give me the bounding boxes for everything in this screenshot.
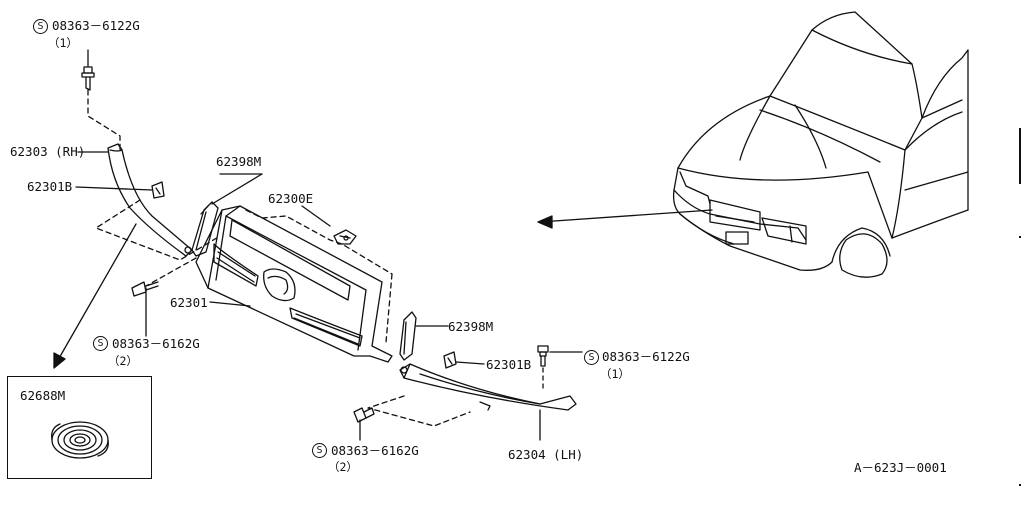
label-62301: 62301 (170, 295, 208, 310)
bolt-top (81, 49, 121, 151)
clip-left (151, 181, 165, 199)
label-62300e: 62300E (268, 191, 314, 206)
label-62304-lh: 62304 (LH) (508, 447, 584, 462)
edge-mark (1019, 128, 1021, 184)
grille (195, 205, 393, 363)
emblem (333, 229, 357, 245)
s-symbol-badge: S (584, 350, 599, 365)
car-illustration (672, 11, 969, 278)
inset-box (7, 376, 152, 479)
label-screw-left-number: 08363－6162G (112, 336, 200, 351)
label-62688m: 62688M (20, 388, 66, 403)
label-screw-bottom-qty: （2） (328, 460, 358, 474)
diagram-code: A－623J－0001 (854, 460, 947, 475)
s-symbol-badge: S (33, 19, 48, 34)
s-symbol-badge: S (312, 443, 327, 458)
molding-lh-mount-dashed (367, 395, 471, 427)
label-62301b-right: 62301B (486, 357, 532, 372)
label-screw-bottom-number: 08363－6162G (331, 443, 419, 458)
molding-mount-dashed (95, 199, 221, 261)
leader-62398m-upper (211, 173, 263, 205)
inset-coil (51, 421, 109, 459)
edge-mark (1019, 484, 1021, 486)
bolt-right (537, 345, 549, 389)
molding-rh (107, 143, 193, 257)
seal-upper (191, 201, 219, 257)
clip-right (443, 351, 457, 369)
label-bolt-top-qty: （1） (48, 36, 78, 50)
label-bolt-right-qty: （1） (600, 367, 630, 381)
label-screw-left-qty: （2） (108, 354, 138, 368)
label-bolt-right-number: 08363－6122G (602, 349, 690, 364)
leader-62301 (209, 301, 251, 307)
leader-62301b-left (75, 186, 153, 191)
label-bolt-top-number: 08363－6122G (52, 18, 140, 33)
leader-62300e (301, 205, 331, 227)
molding-lh (399, 363, 577, 411)
label-62398m-lower: 62398M (448, 319, 494, 334)
seal-lower (399, 311, 417, 361)
label-62398m-upper: 62398M (216, 154, 262, 169)
label-62303-rh: 62303 (RH) (10, 144, 86, 159)
s-symbol-badge: S (93, 336, 108, 351)
edge-mark (1019, 236, 1021, 238)
screw-bottom (353, 407, 375, 441)
leader-62301b-right (455, 361, 485, 365)
inset-pointer-arrow (53, 223, 137, 369)
screw-left (131, 281, 159, 337)
car-pointer-arrow (537, 209, 713, 229)
label-62301b-left: 62301B (27, 179, 73, 194)
